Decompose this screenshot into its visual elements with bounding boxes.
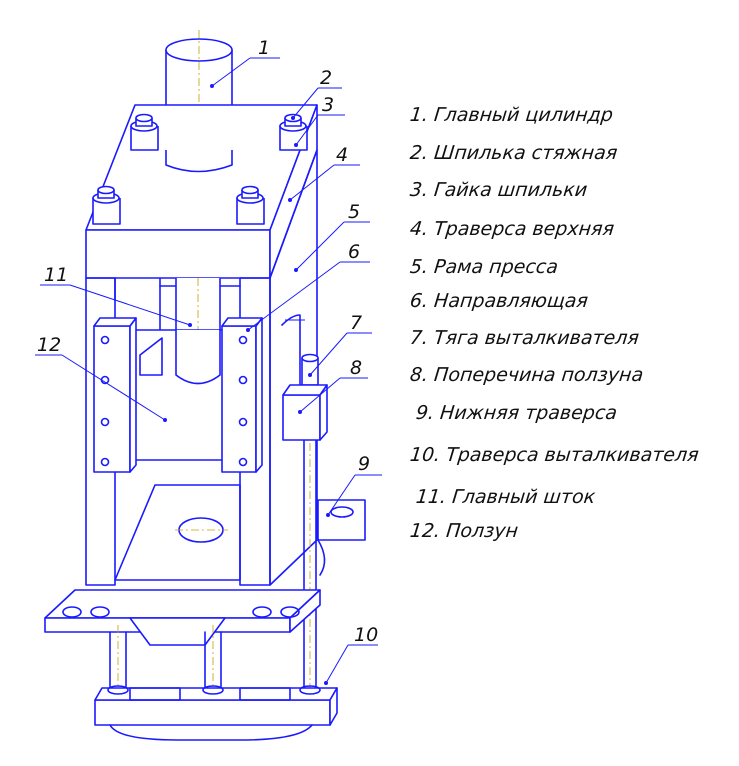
callout-3: 3 xyxy=(322,94,334,116)
base-flange xyxy=(44,589,321,646)
legend-item-6: 6. Направляющая xyxy=(408,290,590,312)
legend-item-2: 2. Шпилька стяжная xyxy=(408,142,619,164)
callout-2: 2 xyxy=(320,67,332,89)
slide xyxy=(119,329,239,461)
legend-item-5: 5. Рама пресса xyxy=(408,256,560,278)
legend-item-4: 4. Траверса верхняя xyxy=(408,218,616,240)
callout-1: 1 xyxy=(258,37,270,59)
callout-11: 11 xyxy=(44,264,68,286)
legend-item-12: 12. Ползун xyxy=(408,520,520,542)
ejector-rod xyxy=(301,353,319,691)
legend-item-3: 3. Гайка шпильки xyxy=(408,179,589,201)
callout-4: 4 xyxy=(336,144,348,166)
legend-item-11: 11. Главный шток xyxy=(414,486,597,508)
callout-8: 8 xyxy=(350,357,362,379)
lower-traverse xyxy=(114,484,366,581)
callout-12: 12 xyxy=(37,334,61,356)
callout-6: 6 xyxy=(348,241,360,263)
guides xyxy=(93,317,263,473)
callout-10: 10 xyxy=(354,624,378,646)
callout-7: 7 xyxy=(350,312,362,334)
callout-numbers: 1 2 3 4 5 6 7 8 9 10 11 12 xyxy=(37,37,378,646)
callout-9: 9 xyxy=(358,453,370,475)
legend-item-1: 1. Главный цилиндр xyxy=(408,104,615,126)
legend-item-8: 8. Поперечина ползуна xyxy=(408,364,645,386)
legend-item-9: 9. Нижняя траверса xyxy=(414,402,619,424)
slide-crossbar xyxy=(282,384,328,441)
ejector-columns xyxy=(109,625,222,691)
tie-studs xyxy=(92,113,308,225)
press-frame xyxy=(85,149,318,586)
legend-item-7: 7. Тяга выталкивателя xyxy=(408,327,641,349)
callout-5: 5 xyxy=(348,201,360,223)
leader-lines xyxy=(35,57,382,685)
legend-item-10: 10. Траверса выталкивателя xyxy=(408,444,700,466)
ejector-traverse xyxy=(94,685,338,741)
